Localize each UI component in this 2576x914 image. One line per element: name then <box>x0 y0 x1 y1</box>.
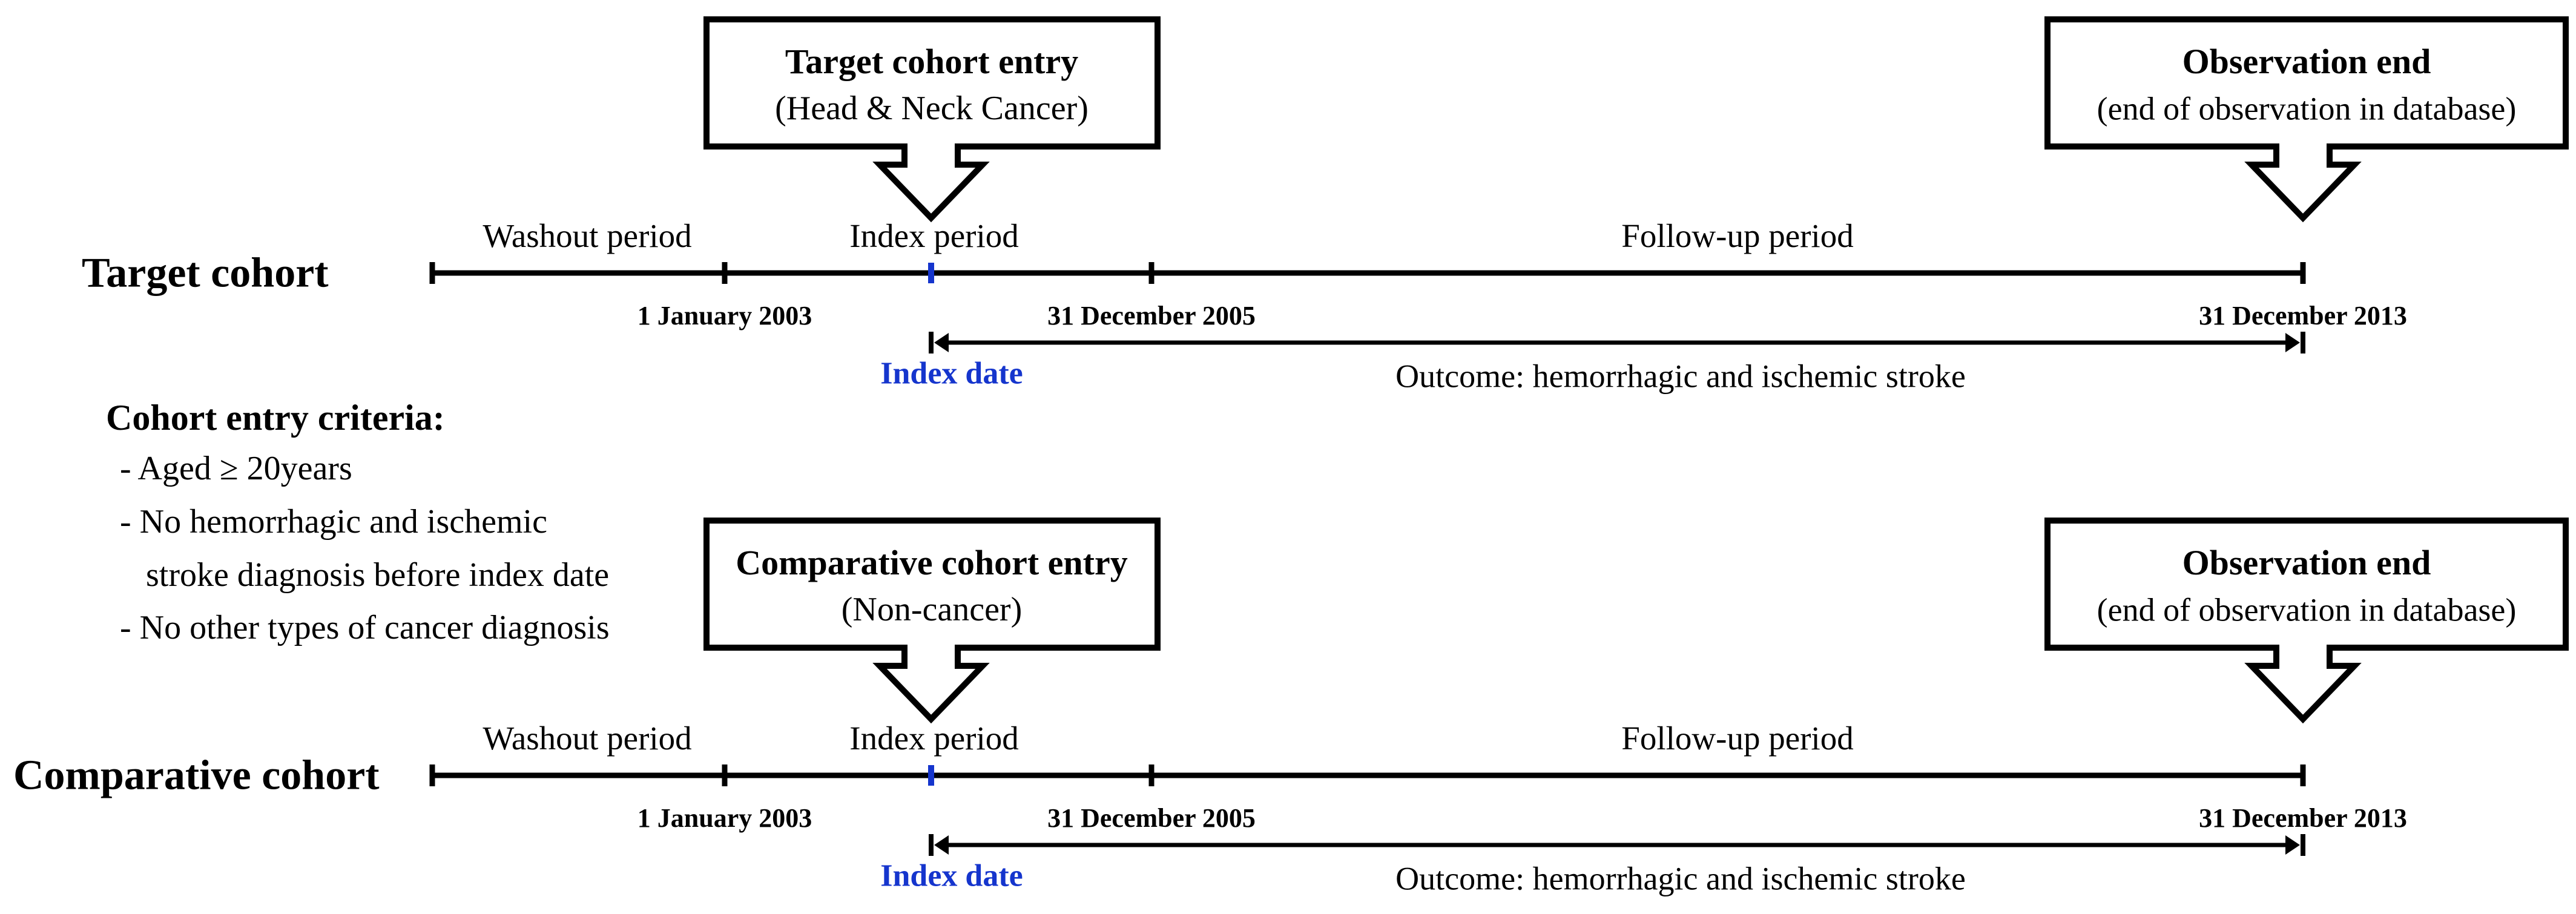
criteria-line: - No hemorrhagic and ischemic <box>120 503 547 541</box>
washout-period-label: Washout period <box>483 719 692 757</box>
index-period-label: Index period <box>849 719 1019 757</box>
index-date-label: Index date <box>880 356 1023 391</box>
target-outcome-arrow <box>929 332 2305 353</box>
comparative-entry-box-title: Comparative cohort entry <box>736 543 1128 583</box>
target-entry-box-title: Target cohort entry <box>785 42 1079 82</box>
target-observation-end-title: Observation end <box>2182 42 2431 82</box>
washout-period-label: Washout period <box>483 217 692 254</box>
target-observation-end-subtitle: (end of observation in database) <box>2097 90 2517 127</box>
arrowhead-left-icon <box>934 835 949 855</box>
criteria-title: Cohort entry criteria: <box>106 398 445 438</box>
target-timeline <box>429 262 2306 284</box>
criteria-line: - Aged ≥ 20years <box>120 450 352 488</box>
target-cohort-label: Target cohort <box>82 249 329 297</box>
comparative-timeline <box>429 764 2306 786</box>
criteria-line: - No other types of cancer diagnosis <box>120 609 610 647</box>
comparative-entry-callout-with-down-arrow <box>703 518 1161 724</box>
arrowhead-right-icon <box>2285 333 2300 352</box>
index-period-label: Index period <box>849 217 1019 254</box>
comparative-observation-end-subtitle: (end of observation in database) <box>2097 591 2517 628</box>
date-31-december-2013: 31 December 2013 <box>2199 300 2407 330</box>
date-31-december-2005: 31 December 2005 <box>1047 803 1256 833</box>
index-date-label: Index date <box>880 858 1023 893</box>
date-31-december-2005: 31 December 2005 <box>1047 300 1256 330</box>
date-1-january-2003: 1 January 2003 <box>637 300 812 330</box>
outcome-label: Outcome: hemorrhagic and ischemic stroke <box>1395 860 1966 897</box>
followup-period-label: Follow-up period <box>1621 719 1854 757</box>
comparative-entry-box-subtitle: (Non-cancer) <box>841 591 1023 629</box>
comparative-outcome-arrow <box>929 834 2305 856</box>
date-1-january-2003: 1 January 2003 <box>637 803 812 833</box>
comparative-observation-end-title: Observation end <box>2182 543 2431 583</box>
outcome-label: Outcome: hemorrhagic and ischemic stroke <box>1395 358 1966 395</box>
followup-period-label: Follow-up period <box>1621 217 1854 254</box>
comparative-observation-end-callout-with-down-arrow <box>2044 518 2569 724</box>
target-observation-end-callout-with-down-arrow <box>2044 16 2569 223</box>
comparative-cohort-label: Comparative cohort <box>13 752 380 799</box>
date-31-december-2013: 31 December 2013 <box>2199 803 2407 833</box>
criteria-line: stroke diagnosis before index date <box>146 556 610 594</box>
arrowhead-right-icon <box>2285 835 2300 855</box>
target-entry-callout-with-down-arrow <box>703 16 1161 223</box>
target-entry-box-subtitle: (Head & Neck Cancer) <box>775 90 1089 128</box>
arrowhead-left-icon <box>934 333 949 352</box>
